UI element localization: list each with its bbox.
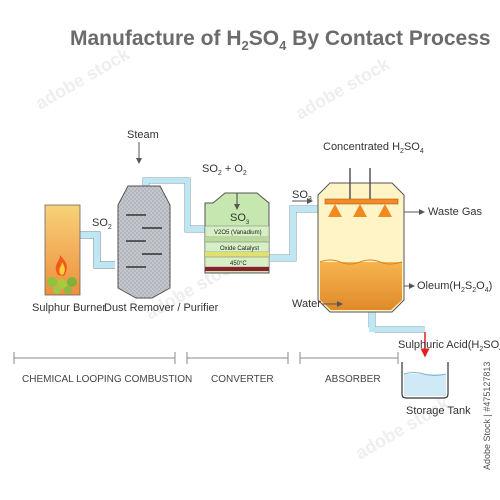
- so3-converter-label: SO3: [230, 212, 250, 226]
- absorber-tower: [317, 168, 405, 313]
- waste-gas-label: Waste Gas: [428, 206, 482, 218]
- section-label-chemical-looping: CHEMICAL LOOPING COMBUSTION: [22, 374, 192, 385]
- spray-nozzle-icon: [378, 204, 392, 217]
- sulphur-lump-icon: [47, 277, 57, 287]
- spray-bar: [324, 198, 399, 205]
- spray-nozzle-icon: [353, 204, 367, 217]
- section-label-converter: CONVERTER: [211, 374, 274, 385]
- watermark: adobe stock: [352, 393, 454, 463]
- watermark: adobe stock: [32, 43, 134, 113]
- so2-label-left: SO2: [92, 217, 112, 231]
- section-label-absorber: ABSORBER: [325, 374, 381, 385]
- dust-remover: [117, 185, 171, 299]
- stock-id-label: Adobe Stock | #475127813: [482, 362, 492, 470]
- concentrated-h2so4-label: Concentrated H2SO4: [323, 141, 424, 155]
- water-label: Water: [292, 298, 321, 310]
- sulphuric-acid-label: Sulphuric Acid(H2SO4): [398, 339, 500, 353]
- page-title: Manufacture of H2SO4 By Contact Process: [70, 27, 491, 53]
- catalyst-temp-label: 450°C: [230, 261, 247, 267]
- storage-tank: [401, 362, 449, 399]
- watermark: adobe stock: [292, 53, 394, 123]
- storage-tank-label: Storage Tank: [406, 405, 471, 417]
- section-brackets: [13, 352, 399, 364]
- catalyst-oxide-label: Oxide Catalyst: [220, 246, 259, 252]
- so2-o2-label: SO2 + O2: [202, 163, 247, 177]
- oleum-liquid: [320, 262, 402, 310]
- spray-nozzle-icon: [328, 204, 342, 217]
- sulphur-burner: [44, 204, 81, 296]
- catalyst-v2o5-label: V2O5 (Vanadium): [214, 230, 262, 236]
- oleum-label: Oleum(H2S2O4): [417, 280, 492, 294]
- steam-label: Steam: [127, 129, 159, 141]
- converter: [204, 192, 270, 274]
- dust-remover-label: Dust Remover / Purifier: [104, 302, 219, 314]
- sulphur-burner-label: Sulphur Burner: [32, 302, 106, 314]
